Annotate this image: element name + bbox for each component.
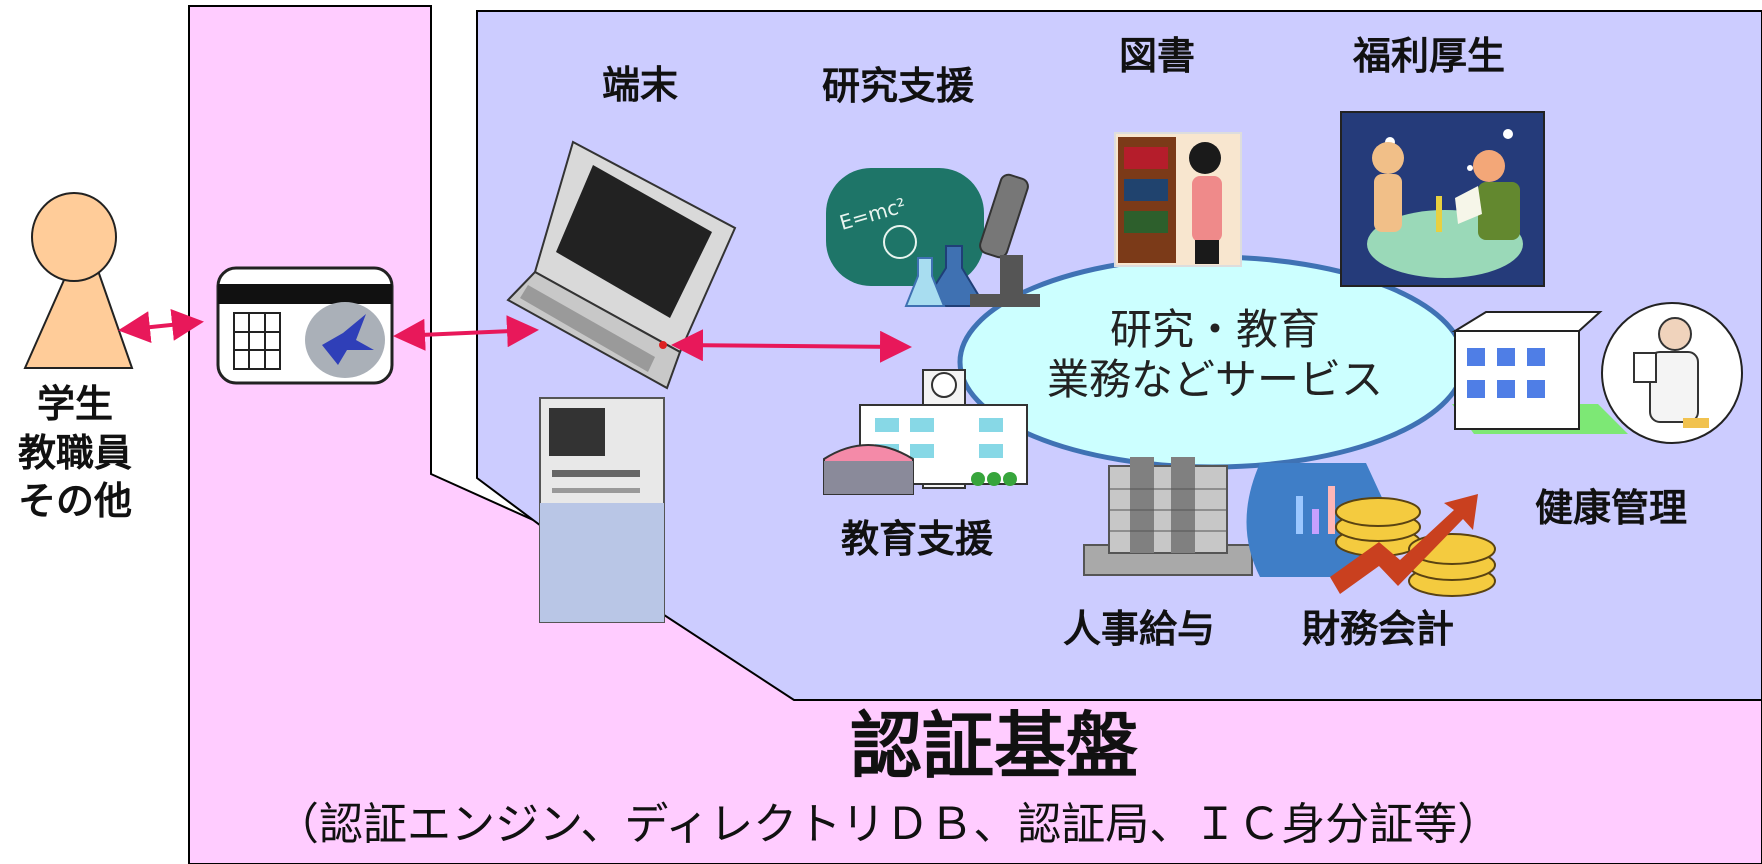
library-label: 図書 (1119, 34, 1196, 78)
office-tower-icon (1083, 457, 1253, 576)
coins-chart-icon (1246, 463, 1496, 597)
auth-platform-title: 認証基盤 (850, 704, 1139, 788)
user-types-label: 学生 教職員 その他 (0, 380, 150, 526)
dining-couple-icon (1340, 111, 1545, 287)
user-card-arrow (118, 308, 204, 344)
hub-line-2: 業務などサービス (1046, 354, 1383, 404)
kiosk-terminal-icon (539, 397, 665, 623)
school-building-icon (823, 369, 1028, 495)
hub-label: 研究・教育 業務などサービス (960, 305, 1470, 404)
user-type-others: その他 (17, 479, 132, 524)
ic-card-icon (216, 266, 394, 385)
health-management-label: 健康管理 (1535, 486, 1688, 530)
welfare-label: 福利厚生 (1353, 34, 1506, 78)
terminal-label: 端末 (602, 63, 679, 107)
hub-line-1: 研究・教育 (1109, 305, 1320, 354)
person-icon (23, 192, 134, 369)
user-type-students: 学生 (36, 382, 113, 426)
bookshelf-icon (1114, 132, 1242, 267)
user-type-faculty-staff: 教職員 (17, 430, 132, 475)
microscope-flask-icon: E=mc² (826, 168, 1040, 307)
terminal-service-arrow (671, 329, 912, 363)
hospital-doctor-icon (1451, 302, 1743, 444)
card-terminal-arrow (393, 315, 539, 351)
finance-accounting-label: 財務会計 (1302, 607, 1455, 651)
research-support-label: 研究支援 (822, 64, 975, 108)
personnel-payroll-label: 人事給与 (1063, 607, 1216, 651)
auth-platform-subtitle: （認証エンジン、ディレクトリＤＢ、認証局、ＩＣ身分証等） (275, 799, 1502, 850)
education-support-label: 教育支援 (841, 517, 994, 561)
